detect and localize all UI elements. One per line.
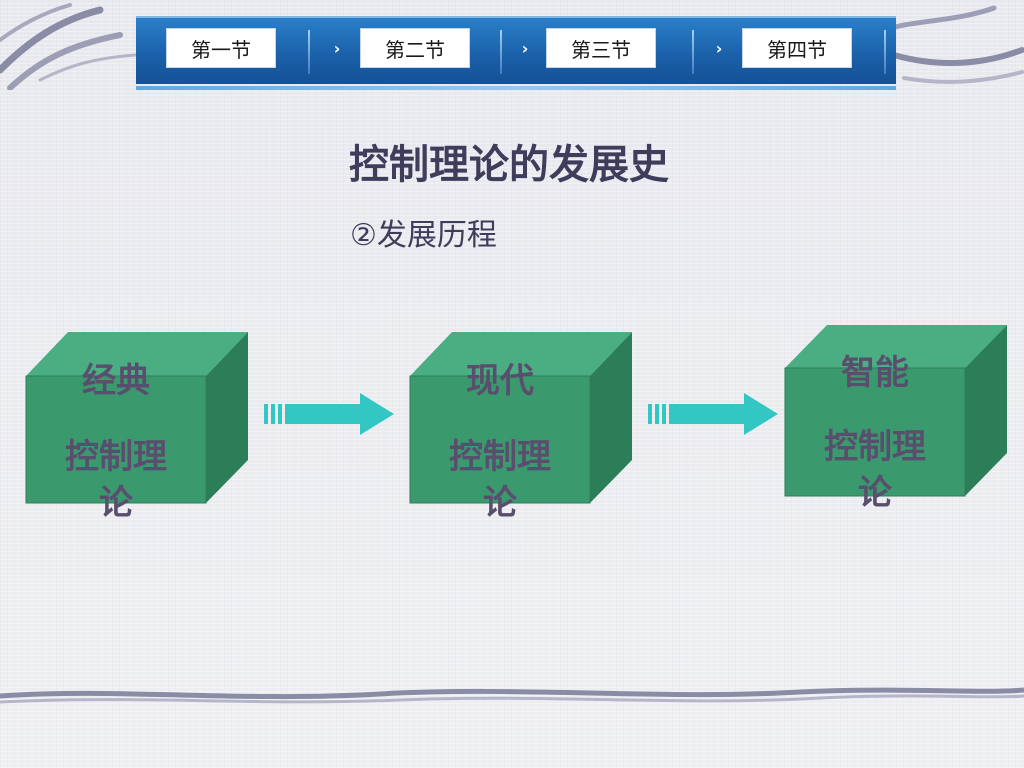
stage-label-intelligent-line1: 智能 [841, 353, 909, 393]
nav-separator [308, 30, 310, 74]
stage-label-intelligent-line2: 控制理论 [824, 427, 926, 513]
decorative-swirl-top-right [884, 5, 1024, 84]
subtitle: ②发展历程 [350, 218, 497, 253]
stage-label-modern-line2: 控制理论 [449, 437, 551, 523]
nav-separator [884, 30, 886, 74]
chevron-right-icon: › [715, 39, 723, 58]
stage-cube-classical [25, 332, 248, 504]
flow-arrow-2 [648, 393, 778, 435]
chevron-right-icon: › [521, 39, 529, 58]
stage-label-modern-line1: 现代 [466, 361, 534, 401]
nav-tab-3[interactable]: 第三节 [546, 28, 656, 68]
stage-label-classical-line2: 控制理论 [65, 437, 167, 523]
stage-flow-diagram [25, 325, 1007, 504]
nav-tab-2[interactable]: 第二节 [360, 28, 470, 68]
flow-arrow-1 [264, 393, 394, 435]
nav-tab-4[interactable]: 第四节 [742, 28, 852, 68]
page-title: 控制理论的发展史 [349, 142, 669, 188]
nav-tab-1[interactable]: 第一节 [166, 28, 276, 68]
decorative-bottom-wave [0, 687, 1024, 704]
section-nav-bar: 第一节 › 第二节 › 第三节 › 第四节 [136, 16, 896, 90]
nav-separator [500, 30, 502, 74]
stage-cube-modern [409, 332, 632, 504]
chevron-right-icon: › [333, 39, 341, 58]
nav-separator [692, 30, 694, 74]
stage-cube-intelligent [784, 325, 1007, 497]
decorative-swirl-top-left [0, 3, 137, 90]
stage-label-classical-line1: 经典 [82, 361, 150, 401]
